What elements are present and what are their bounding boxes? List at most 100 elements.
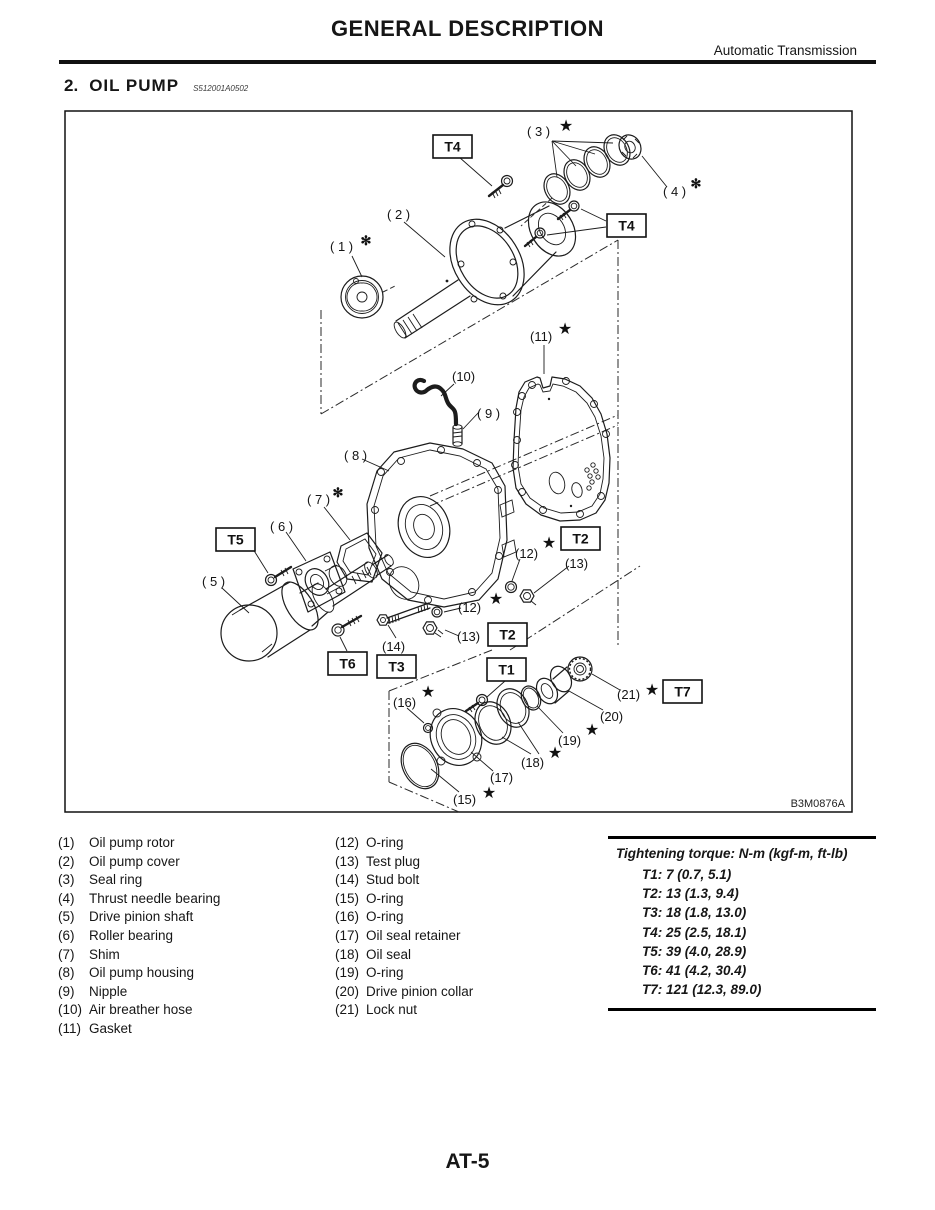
part-row: (21)Lock nut — [335, 1001, 600, 1020]
part-number: (18) — [335, 946, 360, 962]
part-callout: (19) — [558, 733, 581, 748]
part-row: (3) Seal ring — [58, 871, 323, 890]
part-row: (10) Air breather hose — [58, 1001, 323, 1020]
svg-text:T2: T2 — [572, 531, 589, 547]
part-number: (5) — [58, 909, 75, 925]
part-name: O-ring — [366, 965, 404, 981]
part-name: Drive pinion collar — [366, 983, 474, 999]
section-heading: 2. OIL PUMP S512001A0502 — [64, 76, 248, 96]
figure-code: B3M0876A — [791, 798, 846, 810]
part-name: Gasket — [89, 1020, 132, 1036]
part-name: Thrust needle bearing — [89, 890, 221, 906]
part-row: (19) O-ring — [335, 964, 600, 983]
part-number: (3) — [58, 872, 75, 888]
part-callout: (13) — [457, 629, 480, 644]
part-callout: (10) — [452, 369, 475, 384]
thrust-needle-bearing-drawing — [618, 134, 642, 160]
part-row: (20) Drive pinion collar — [335, 983, 600, 1002]
torque-box-t3: T3 — [376, 654, 417, 679]
part-callout: (11) — [530, 329, 552, 344]
seal-group-drawing — [400, 656, 593, 790]
star-marker: ★ — [645, 682, 659, 699]
torque-box-t4: T4 — [432, 134, 473, 159]
part-row: (2) Oil pump cover — [58, 853, 323, 872]
header-rule — [59, 60, 876, 64]
part-row: (17)Oil seal retainer — [335, 927, 600, 946]
svg-text:T4: T4 — [618, 218, 635, 234]
star-marker: ★ — [558, 321, 572, 338]
part-name: Stud bolt — [366, 872, 420, 888]
part-row: (6)Roller bearing — [58, 927, 323, 946]
gasket-drawing — [511, 376, 611, 522]
part-name: Oil pump cover — [89, 853, 180, 869]
part-number: (6) — [58, 927, 75, 943]
svg-text:T1: T1 — [498, 662, 515, 678]
svg-text:T3: T3 — [388, 659, 405, 675]
part-callout: (12) — [458, 600, 481, 615]
part-name: O-ring — [366, 835, 404, 850]
part-name: Oil seal — [366, 946, 412, 962]
parts-list-column-1: (1)Oil pump rotor(2)Oil pump cover(3)Sea… — [58, 834, 323, 1039]
part-callout: (14) — [382, 639, 405, 654]
parts-list-column-2: (12)O-ring(13)Test plug(14)Stud bolt(15)… — [335, 834, 600, 1020]
part-row: (13)Test plug — [335, 853, 600, 872]
torque-row-t4: T4: 25 (2.5, 18.1) — [642, 924, 747, 940]
part-callout: ( 4 ) — [663, 184, 686, 199]
part-number: (20) — [335, 983, 360, 999]
torque-box-t6: T6 — [327, 651, 368, 676]
part-name: O-ring — [366, 890, 404, 906]
part-callout: (21) — [617, 687, 640, 702]
part-callout: (13) — [565, 556, 588, 571]
svg-text:T5: T5 — [227, 532, 244, 548]
part-row: (5) Drive pinion shaft — [58, 908, 323, 927]
part-name: Lock nut — [366, 1002, 418, 1018]
torque-box-t4: T4 — [606, 213, 647, 238]
torque-row-t6: T6: 41 (4.2, 30.4) — [642, 963, 747, 979]
part-row: (18) Oil seal — [335, 946, 600, 965]
asterisk-marker: ✻ — [691, 176, 702, 191]
part-name: Shim — [89, 946, 120, 962]
part-number: (17) — [335, 927, 360, 943]
part-number: (10) — [58, 1002, 83, 1018]
part-number: (8) — [58, 965, 75, 981]
star-marker: ★ — [482, 785, 496, 802]
section-title: OIL PUMP — [89, 76, 180, 95]
svg-text:T6: T6 — [339, 656, 356, 672]
part-callout: (20) — [600, 709, 623, 724]
part-callout: (17) — [490, 770, 513, 785]
tightening-torque-table: Tightening torque: N-m (kgf-m, ft-lb) T1… — [608, 836, 876, 1012]
part-number: (13) — [335, 853, 360, 869]
part-name: Seal ring — [89, 872, 143, 888]
torque-rows: T1: 7 (0.7, 5.1)T2: 13 (1.3, 9.4)T3: 18 … — [616, 865, 870, 999]
part-number: (2) — [58, 853, 75, 869]
part-callout: (12) — [515, 546, 538, 561]
part-number: (19) — [335, 965, 360, 981]
part-callout: ( 6 ) — [270, 519, 293, 534]
torque-box-t2: T2 — [487, 622, 528, 647]
part-name: Air breather hose — [89, 1002, 193, 1018]
part-number: (12) — [335, 835, 360, 850]
part-callout: ( 7 ) — [307, 492, 330, 507]
drive-pinion-shaft-drawing — [220, 554, 394, 662]
star-marker: ★ — [542, 535, 556, 552]
part-row: (14)Stud bolt — [335, 871, 600, 890]
part-callout: ( 5 ) — [202, 574, 225, 589]
part-row: (11)Gasket — [58, 1020, 323, 1039]
section-code: S512001A0502 — [193, 84, 249, 93]
part-name: Oil pump rotor — [89, 835, 175, 850]
part-name: Drive pinion shaft — [89, 909, 194, 925]
asterisk-marker: ✻ — [361, 233, 372, 248]
asterisk-marker: ✻ — [333, 485, 344, 500]
diagram-border — [64, 110, 853, 813]
torque-row-t3: T3: 18 (1.8, 13.0) — [642, 905, 747, 921]
roller-bearing-drawing — [292, 551, 348, 613]
air-breather-hose-drawing — [412, 377, 459, 427]
star-marker: ★ — [489, 591, 503, 608]
torque-box-t2: T2 — [560, 526, 601, 551]
torque-box-t5: T5 — [215, 527, 256, 552]
part-callout: ( 2 ) — [387, 207, 410, 222]
part-row: (12) O-ring — [335, 834, 600, 853]
svg-text:T7: T7 — [674, 684, 691, 700]
